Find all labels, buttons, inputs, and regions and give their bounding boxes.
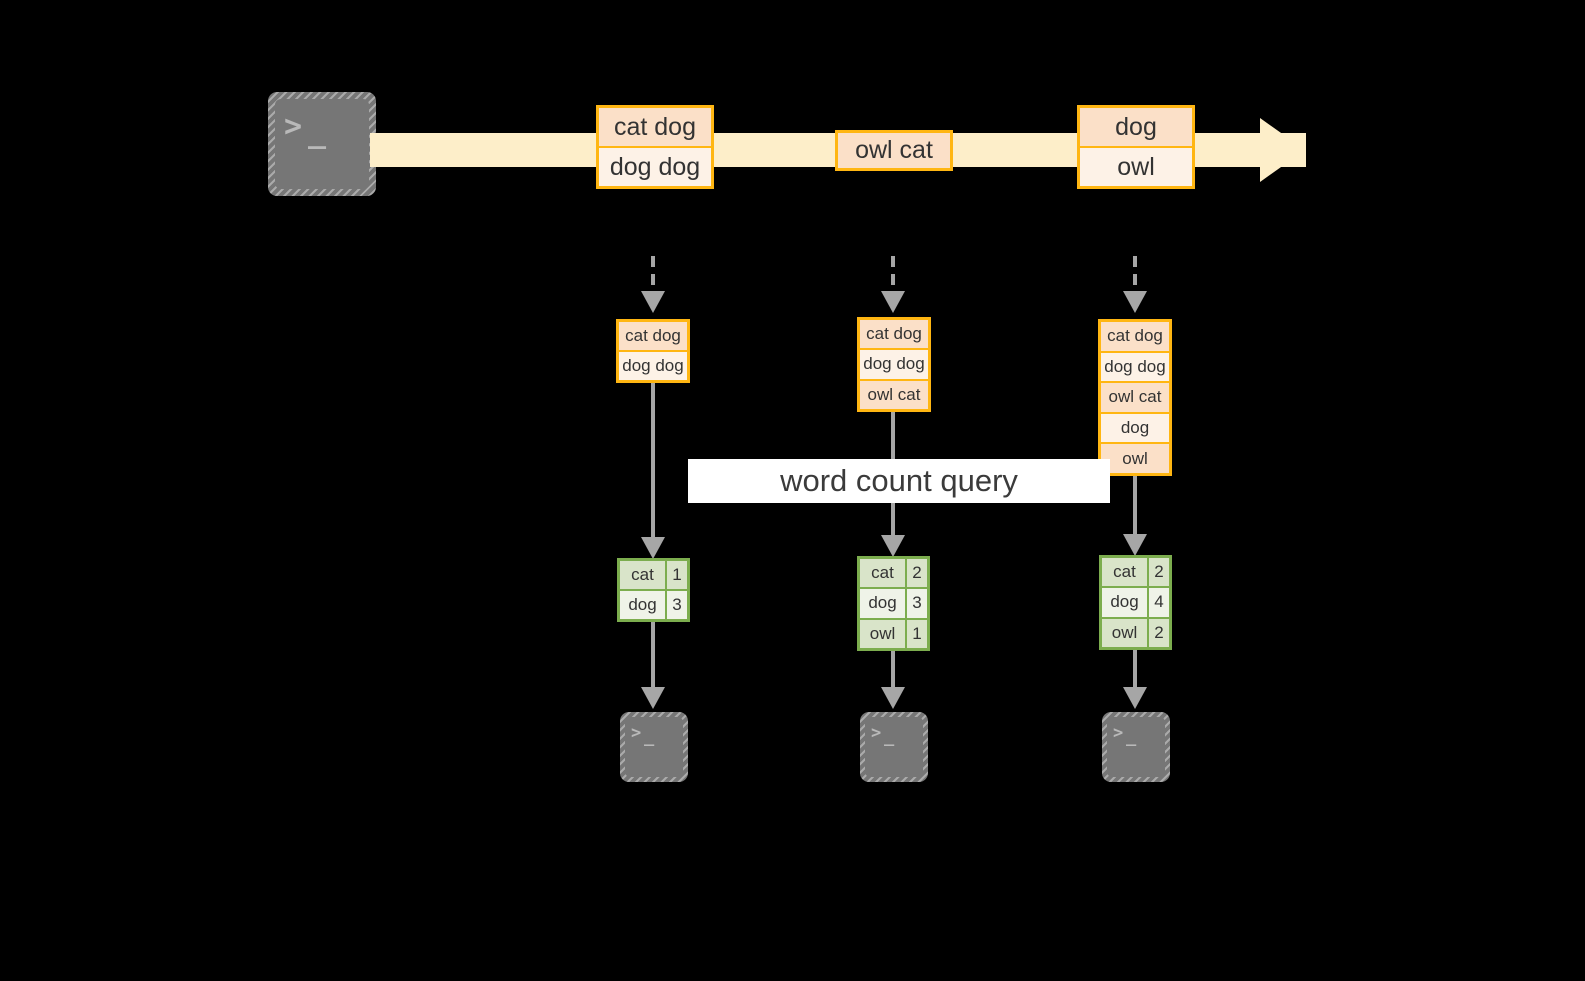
terminal-cursor-glyph: _ xyxy=(884,727,895,747)
snapshot-1-result-table: cat 1 dog 3 xyxy=(617,558,690,622)
result-count: 3 xyxy=(665,591,687,619)
table-row: cat 2 xyxy=(860,559,927,588)
snapshot-3-input-row: cat dog xyxy=(1101,322,1169,351)
snapshot-3-tap-line xyxy=(1133,256,1137,294)
terminal-screen xyxy=(625,717,683,777)
snapshot-3-input-row: owl xyxy=(1101,442,1169,473)
snapshot-3-sink-arrowhead xyxy=(1123,687,1147,709)
result-count: 1 xyxy=(665,561,687,589)
table-row: cat 2 xyxy=(1102,558,1169,587)
query-label-text: word count query xyxy=(780,463,1018,498)
result-word: dog xyxy=(860,589,905,618)
table-row: owl 1 xyxy=(860,617,927,648)
stream-event-3-line-1: dog xyxy=(1080,108,1192,146)
event-stream-arrowhead xyxy=(1260,118,1305,182)
snapshot-3-query-line xyxy=(1133,476,1137,549)
query-label-banner: word count query xyxy=(688,459,1110,503)
snapshot-1-sink-arrowhead xyxy=(641,687,665,709)
stream-event-1-line-1: cat dog xyxy=(599,108,711,146)
snapshot-1-sink-terminal-icon: > _ xyxy=(620,712,688,782)
snapshot-1-query-arrowhead xyxy=(641,537,665,559)
terminal-cursor-glyph: _ xyxy=(644,727,655,747)
snapshot-3-input-buffer: cat dog dog dog owl cat dog owl xyxy=(1098,319,1172,476)
result-count: 4 xyxy=(1147,588,1169,617)
table-row: dog 3 xyxy=(860,587,927,618)
snapshot-2-tap-line xyxy=(891,256,895,294)
terminal-prompt-glyph: > xyxy=(871,723,882,743)
snapshot-2-input-row: dog dog xyxy=(860,348,928,379)
snapshot-1-input-row: dog dog xyxy=(619,350,687,380)
result-count: 2 xyxy=(1147,558,1169,587)
stream-event-2: owl cat xyxy=(835,130,953,171)
table-row: dog 3 xyxy=(620,589,687,619)
snapshot-3-input-row: owl cat xyxy=(1101,381,1169,412)
snapshot-3-input-row: dog dog xyxy=(1101,350,1169,382)
snapshot-2-input-row: cat dog xyxy=(860,320,928,349)
table-row: dog 4 xyxy=(1102,586,1169,617)
snapshot-2-tap-arrowhead xyxy=(881,291,905,313)
table-row: cat 1 xyxy=(620,561,687,589)
table-row: owl 2 xyxy=(1102,616,1169,647)
result-count: 1 xyxy=(905,619,927,648)
snapshot-3-query-arrowhead xyxy=(1123,534,1147,556)
stream-event-3-line-2: owl xyxy=(1080,146,1192,186)
snapshot-2-sink-arrowhead xyxy=(881,687,905,709)
snapshot-2-input-row: owl cat xyxy=(860,378,928,409)
source-terminal-icon: > _ xyxy=(268,92,376,196)
snapshot-1-input-buffer: cat dog dog dog xyxy=(616,319,690,383)
terminal-cursor-glyph: _ xyxy=(1126,727,1137,747)
result-word: cat xyxy=(860,559,905,588)
snapshot-1-input-row: cat dog xyxy=(619,322,687,350)
snapshot-2-sink-terminal-icon: > _ xyxy=(860,712,928,782)
result-count: 3 xyxy=(905,589,927,618)
result-word: dog xyxy=(1102,588,1147,617)
snapshot-2-input-buffer: cat dog dog dog owl cat xyxy=(857,317,931,412)
result-word: owl xyxy=(1102,618,1147,647)
terminal-prompt-glyph: > xyxy=(284,109,303,144)
terminal-screen xyxy=(865,717,923,777)
result-word: dog xyxy=(620,591,665,619)
terminal-prompt-glyph: > xyxy=(631,723,642,743)
snapshot-2-query-arrowhead xyxy=(881,535,905,557)
snapshot-1-tap-line xyxy=(651,256,655,294)
snapshot-3-sink-terminal-icon: > _ xyxy=(1102,712,1170,782)
stream-event-2-line-1: owl cat xyxy=(838,133,950,168)
stream-event-3: dog owl xyxy=(1077,105,1195,189)
terminal-prompt-glyph: > xyxy=(1113,723,1124,743)
snapshot-3-input-row: dog xyxy=(1101,411,1169,443)
terminal-cursor-glyph: _ xyxy=(308,115,327,150)
result-word: owl xyxy=(860,619,905,648)
terminal-screen xyxy=(275,99,369,189)
result-word: cat xyxy=(620,561,665,589)
snapshot-3-sink-line xyxy=(1133,650,1137,690)
result-word: cat xyxy=(1102,558,1147,587)
result-count: 2 xyxy=(1147,618,1169,647)
snapshot-1-tap-arrowhead xyxy=(641,291,665,313)
stream-event-1: cat dog dog dog xyxy=(596,105,714,189)
snapshot-2-sink-line xyxy=(891,651,895,690)
snapshot-1-sink-line xyxy=(651,622,655,690)
snapshot-2-result-table: cat 2 dog 3 owl 1 xyxy=(857,556,930,651)
snapshot-3-tap-arrowhead xyxy=(1123,291,1147,313)
snapshot-1-query-line xyxy=(651,383,655,549)
snapshot-3-result-table: cat 2 dog 4 owl 2 xyxy=(1099,555,1172,650)
terminal-screen xyxy=(1107,717,1165,777)
stream-event-1-line-2: dog dog xyxy=(599,146,711,186)
result-count: 2 xyxy=(905,559,927,588)
